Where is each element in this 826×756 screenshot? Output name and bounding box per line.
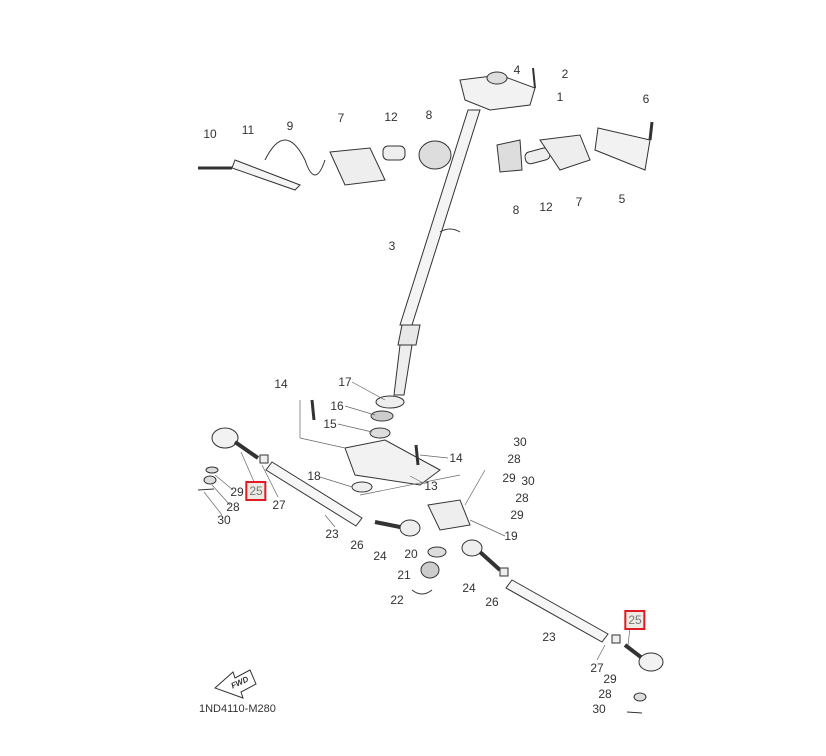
callout-label: 11 [241,123,255,137]
callout-label: 30 [513,435,527,449]
steering-shaft [393,109,481,396]
right-upper-parts [496,121,654,173]
callout-label: 10 [203,127,217,141]
leader-lines [203,381,631,661]
callout-label: 15 [323,417,337,431]
callout-label: 14 [274,377,288,391]
callout-label: 29 [603,672,617,686]
callout-label: 29 [230,485,244,499]
callout-label: 2 [561,67,569,81]
callout-label: 1 [556,90,564,104]
diagram-code: 1ND4110-M280 [199,703,276,715]
callout-label: 7 [575,195,583,209]
callout-label: 24 [373,549,387,563]
right-tie-rod [461,539,664,714]
lower-assembly [310,395,471,595]
callout-label: 26 [485,595,499,609]
callout-label: 28 [226,500,240,514]
callout-label: 28 [598,687,612,701]
left-tie-rod [197,427,421,537]
callout-label: 17 [338,375,352,389]
callout-label: 7 [337,111,345,125]
callout-label: 3 [388,239,396,253]
callout-label: 9 [286,119,294,133]
highlighted-callout-25[interactable]: 25 [245,481,267,501]
callout-label: 30 [217,513,231,527]
callout-label: 20 [404,547,418,561]
callout-label: 27 [590,661,604,675]
callout-label: 30 [521,474,535,488]
callout-label: 14 [449,451,463,465]
callout-label: 26 [350,538,364,552]
fwd-arrow-icon [214,669,257,699]
callout-label: 12 [384,110,398,124]
callout-label: 28 [507,452,521,466]
callout-label: 8 [512,203,520,217]
callout-label: 23 [542,630,556,644]
callout-label: 18 [307,469,321,483]
callout-label: 5 [618,192,626,206]
callout-label: 27 [272,498,286,512]
callout-label: 29 [502,471,516,485]
callout-label: 23 [325,527,339,541]
callout-label: 30 [592,702,606,716]
callout-label: 24 [462,581,476,595]
callout-label: 29 [510,508,524,522]
callout-label: 16 [330,399,344,413]
highlighted-callout-25[interactable]: 25 [624,610,646,630]
callout-label: 4 [513,63,521,77]
callout-label: 22 [390,593,404,607]
left-upper-parts [198,139,452,191]
upper-bracket [459,67,536,111]
callout-label: 8 [425,108,433,122]
callout-label: 28 [515,491,529,505]
callout-label: 12 [539,200,553,214]
callout-label: 6 [642,92,650,106]
callout-label: 21 [397,568,411,582]
callout-label: 19 [504,529,518,543]
callout-label: 13 [424,479,438,493]
